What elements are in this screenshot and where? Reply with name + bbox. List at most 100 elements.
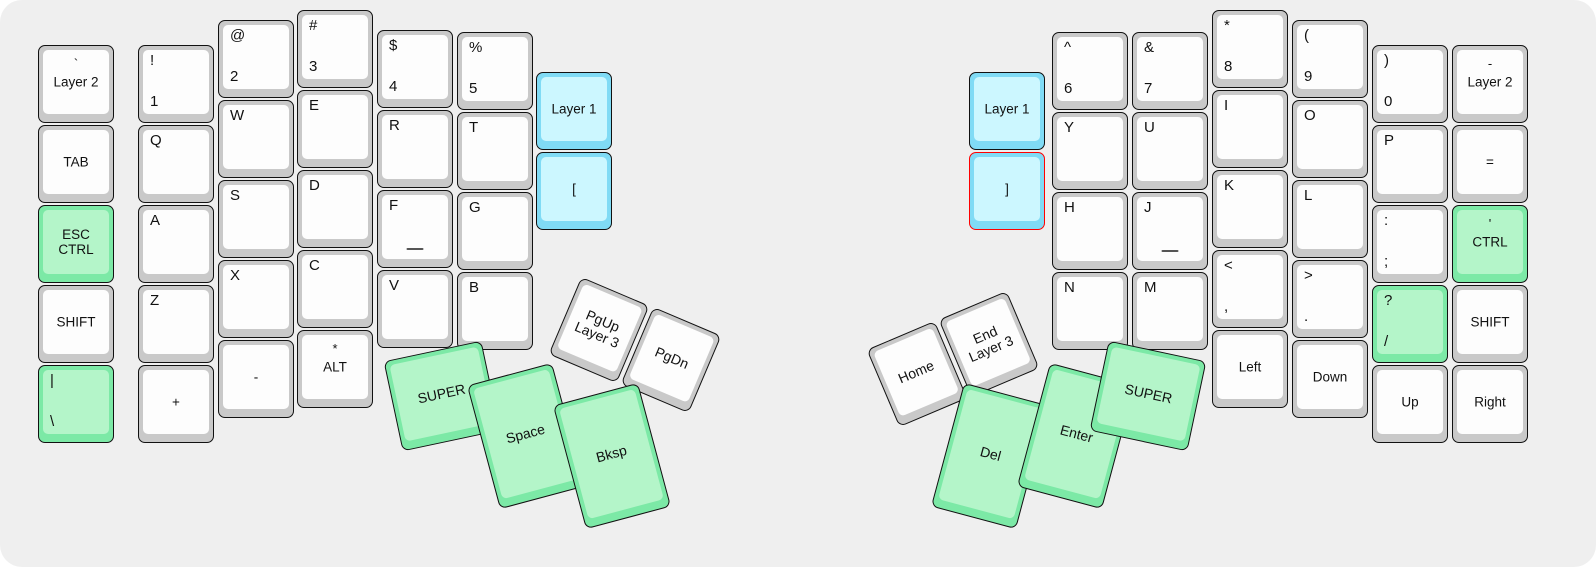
key-l-c1-r0[interactable]: !1 [138, 45, 214, 123]
keycap-l-c3-r4: *ALT [302, 335, 368, 399]
key-legend-top-r-c2-r1: U [1144, 119, 1155, 136]
key-l-c5-r1[interactable]: T [457, 112, 533, 190]
keycap-l-c2-r1: W [223, 105, 289, 169]
key-l-c0-r2[interactable]: ESC CTRL [38, 205, 114, 283]
keycap-l-c0-r0: `Layer 2 [43, 50, 109, 114]
key-l-c0-r4[interactable]: |\ [38, 365, 114, 443]
key-legend-bottom-l-c1-r0: 1 [150, 93, 159, 110]
key-legend-center-r-c0-r0: Layer 1 [984, 101, 1030, 117]
key-r-c2-r2[interactable]: J [1132, 192, 1208, 270]
key-l-c3-r0[interactable]: #3 [297, 10, 373, 88]
keycap-l-c4-r1: R [382, 115, 448, 179]
key-legend-bottom-r-c3-r3: , [1224, 298, 1229, 315]
key-r-c4-r1[interactable]: O [1292, 100, 1368, 178]
keycap-l-c0-r3: SHIFT [43, 290, 109, 354]
key-legend-top-l-c2-r0: @ [230, 27, 246, 44]
key-r-c2-r1[interactable]: U [1132, 112, 1208, 190]
key-l-c0-r3[interactable]: SHIFT [38, 285, 114, 363]
key-r-c6-r4[interactable]: Right [1452, 365, 1528, 443]
key-r-c1-r0[interactable]: ^6 [1052, 32, 1128, 110]
key-r-c1-r3[interactable]: N [1052, 272, 1128, 350]
key-l-c2-r3[interactable]: X [218, 260, 294, 338]
keycap-r-c4-r2: L [1297, 185, 1363, 249]
key-l-c4-r3[interactable]: V [377, 270, 453, 348]
key-r-c4-r2[interactable]: L [1292, 180, 1368, 258]
key-r-c4-r3[interactable]: >. [1292, 260, 1368, 338]
key-legend-top-l-c2-r1: W [230, 107, 245, 124]
keycap-l-th-bksp: Bksp [559, 388, 664, 520]
key-l-c2-r4[interactable]: - [218, 340, 294, 418]
key-r-c4-r4[interactable]: Down [1292, 340, 1368, 418]
key-l-c1-r1[interactable]: Q [138, 125, 214, 203]
key-legend-top-l-c4-r0: $ [389, 37, 398, 54]
keycap-l-c0-r1: TAB [43, 130, 109, 194]
key-legend-top-r-c3-r2: K [1224, 177, 1235, 194]
key-r-c5-r2[interactable]: :; [1372, 205, 1448, 283]
key-l-c5-r3[interactable]: B [457, 272, 533, 350]
key-r-c1-r2[interactable]: H [1052, 192, 1128, 270]
key-r-c6-r3[interactable]: SHIFT [1452, 285, 1528, 363]
key-r-c5-r3[interactable]: ?/ [1372, 285, 1448, 363]
key-legend-bottom-r-c2-r0: 7 [1144, 80, 1153, 97]
key-r-c5-r0[interactable]: )0 [1372, 45, 1448, 123]
key-r-c2-r0[interactable]: &7 [1132, 32, 1208, 110]
key-r-c3-r0[interactable]: *8 [1212, 10, 1288, 88]
key-l-c0-r1[interactable]: TAB [38, 125, 114, 203]
key-r-c5-r1[interactable]: P [1372, 125, 1448, 203]
key-legend-top-r-c4-r1: O [1304, 107, 1316, 124]
key-legend-top-r-c1-r1: Y [1064, 119, 1075, 136]
keycap-r-c6-r4: Right [1457, 370, 1523, 434]
key-r-c2-r3[interactable]: M [1132, 272, 1208, 350]
key-l-c1-r2[interactable]: A [138, 205, 214, 283]
keycap-r-c5-r4: Up [1377, 370, 1443, 434]
key-legend-center-r-c6-r4: Right [1474, 394, 1506, 410]
key-r-c6-r0[interactable]: -Layer 2 [1452, 45, 1528, 123]
key-r-c5-r4[interactable]: Up [1372, 365, 1448, 443]
keycap-r-c2-r2: J [1137, 197, 1203, 261]
key-l-c6-r0[interactable]: Layer 1 [536, 72, 612, 150]
key-r-c6-r1[interactable]: = [1452, 125, 1528, 203]
key-legend-center-l-c0-r0: Layer 2 [53, 74, 99, 90]
key-l-c3-r4[interactable]: *ALT [297, 330, 373, 408]
keycap-l-c3-r1: E [302, 95, 368, 159]
key-l-c1-r3[interactable]: Z [138, 285, 214, 363]
key-l-c3-r1[interactable]: E [297, 90, 373, 168]
key-legend-center-l-c0-r2: ESC CTRL [58, 227, 94, 257]
key-r-c3-r2[interactable]: K [1212, 170, 1288, 248]
key-l-c2-r1[interactable]: W [218, 100, 294, 178]
key-l-c1-r4[interactable]: + [138, 365, 214, 443]
key-l-th-bksp[interactable]: Bksp [552, 382, 672, 530]
key-l-c4-r2[interactable]: F [377, 190, 453, 268]
key-r-c0-r1[interactable]: ] [969, 152, 1045, 230]
key-legend-top-l-c4-r1: R [389, 117, 400, 134]
key-l-c3-r2[interactable]: D [297, 170, 373, 248]
key-l-c6-r1[interactable]: [ [536, 152, 612, 230]
key-r-c0-r0[interactable]: Layer 1 [969, 72, 1045, 150]
key-l-c5-r0[interactable]: %5 [457, 32, 533, 110]
key-l-c2-r2[interactable]: S [218, 180, 294, 258]
key-legend-bottom-r-c5-r2: ; [1384, 253, 1389, 270]
key-r-c3-r4[interactable]: Left [1212, 330, 1288, 408]
key-r-c1-r1[interactable]: Y [1052, 112, 1128, 190]
key-l-c4-r1[interactable]: R [377, 110, 453, 188]
key-l-c2-r0[interactable]: @2 [218, 20, 294, 98]
keycap-l-c2-r2: S [223, 185, 289, 249]
key-r-c6-r2[interactable]: 'CTRL [1452, 205, 1528, 283]
key-r-c3-r1[interactable]: I [1212, 90, 1288, 168]
key-legend-top-r-c4-r3: > [1304, 267, 1313, 284]
keycap-l-c1-r2: A [143, 210, 209, 274]
key-legend-bottom-r-c1-r0: 6 [1064, 80, 1073, 97]
key-l-c3-r3[interactable]: C [297, 250, 373, 328]
key-l-c0-r0[interactable]: `Layer 2 [38, 45, 114, 123]
key-legend-top-l-c4-r2: F [389, 197, 399, 214]
key-r-c3-r3[interactable]: <, [1212, 250, 1288, 328]
key-l-c4-r0[interactable]: $4 [377, 30, 453, 108]
key-legend-center-r-c5-r4: Up [1401, 394, 1419, 410]
keycap-r-c4-r3: >. [1297, 265, 1363, 329]
key-legend-top-r-c2-r0: & [1144, 39, 1155, 56]
keycap-r-c6-r1: = [1457, 130, 1523, 194]
key-r-c4-r0[interactable]: (9 [1292, 20, 1368, 98]
key-l-c5-r2[interactable]: G [457, 192, 533, 270]
key-legend-bottom-r-c5-r0: 0 [1384, 93, 1393, 110]
